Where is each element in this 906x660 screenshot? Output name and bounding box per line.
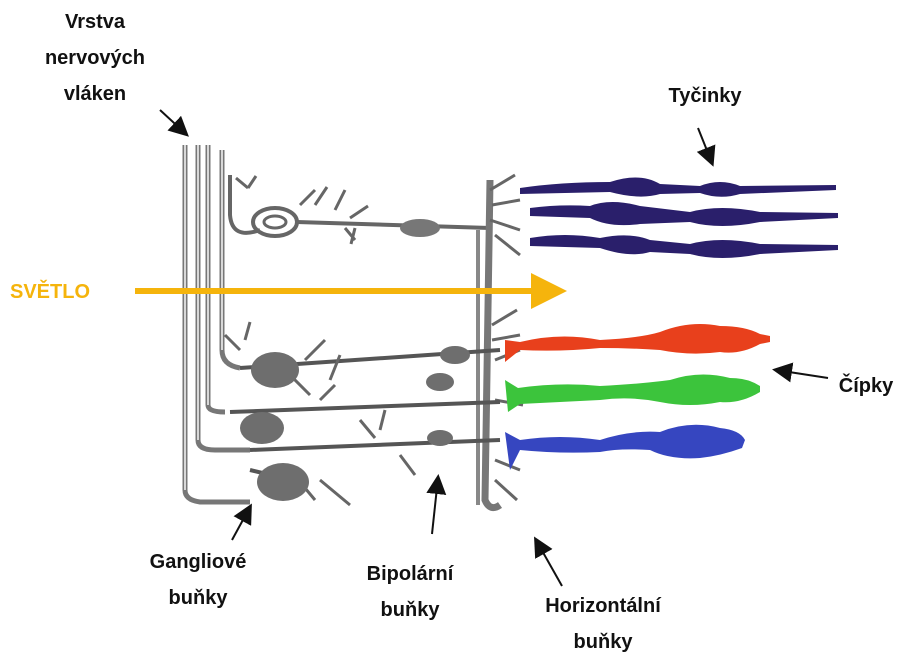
fibers-arrow — [160, 110, 186, 134]
label-rods: Tyčinky — [640, 78, 770, 114]
ganglion-cell — [257, 463, 309, 501]
ganglion-cells — [240, 352, 309, 501]
horizontal-arrow — [536, 540, 562, 586]
bipolar-cell — [440, 346, 470, 364]
bipolar-cell — [427, 430, 453, 446]
horizontal-cell-column — [478, 175, 523, 508]
cone-blue — [505, 425, 745, 470]
label-nerve-fiber-layer: Vrstva nervových vláken — [20, 4, 170, 112]
ganglion-cell — [240, 412, 284, 444]
bipolar-cell — [426, 373, 454, 391]
cone-green — [505, 374, 760, 412]
label-line: vláken — [20, 76, 170, 112]
label-line: buňky — [340, 592, 480, 628]
cones-arrow — [776, 370, 828, 378]
ganglion-arrow — [232, 507, 250, 540]
nerve-fiber-layer — [185, 145, 250, 502]
rod — [520, 177, 836, 196]
label-light: SVĚTLO — [10, 274, 90, 310]
rod-bipolar-cell — [400, 219, 440, 237]
label-horizontal-cells: Horizontální buňky — [518, 588, 688, 660]
label-line: buňky — [118, 580, 278, 616]
rod-pathway — [230, 175, 490, 244]
label-cones: Čípky — [826, 368, 906, 404]
label-line: buňky — [518, 624, 688, 660]
bipolar-arrow — [432, 478, 438, 534]
label-line: nervových — [20, 40, 170, 76]
cones — [505, 324, 770, 470]
label-bipolar-cells: Bipolární buňky — [340, 556, 480, 628]
rod — [530, 235, 838, 258]
rods — [520, 177, 838, 258]
rod — [530, 202, 838, 226]
label-line: Gangliové — [118, 544, 278, 580]
label-line: Bipolární — [340, 556, 480, 592]
rods-arrow — [698, 128, 712, 163]
label-ganglion-cells: Gangliové buňky — [118, 544, 278, 616]
label-line: Vrstva — [20, 4, 170, 40]
ganglion-cell — [251, 352, 299, 388]
bipolar-cells — [426, 346, 470, 446]
cone-red — [505, 324, 770, 362]
label-line: Horizontální — [518, 588, 688, 624]
